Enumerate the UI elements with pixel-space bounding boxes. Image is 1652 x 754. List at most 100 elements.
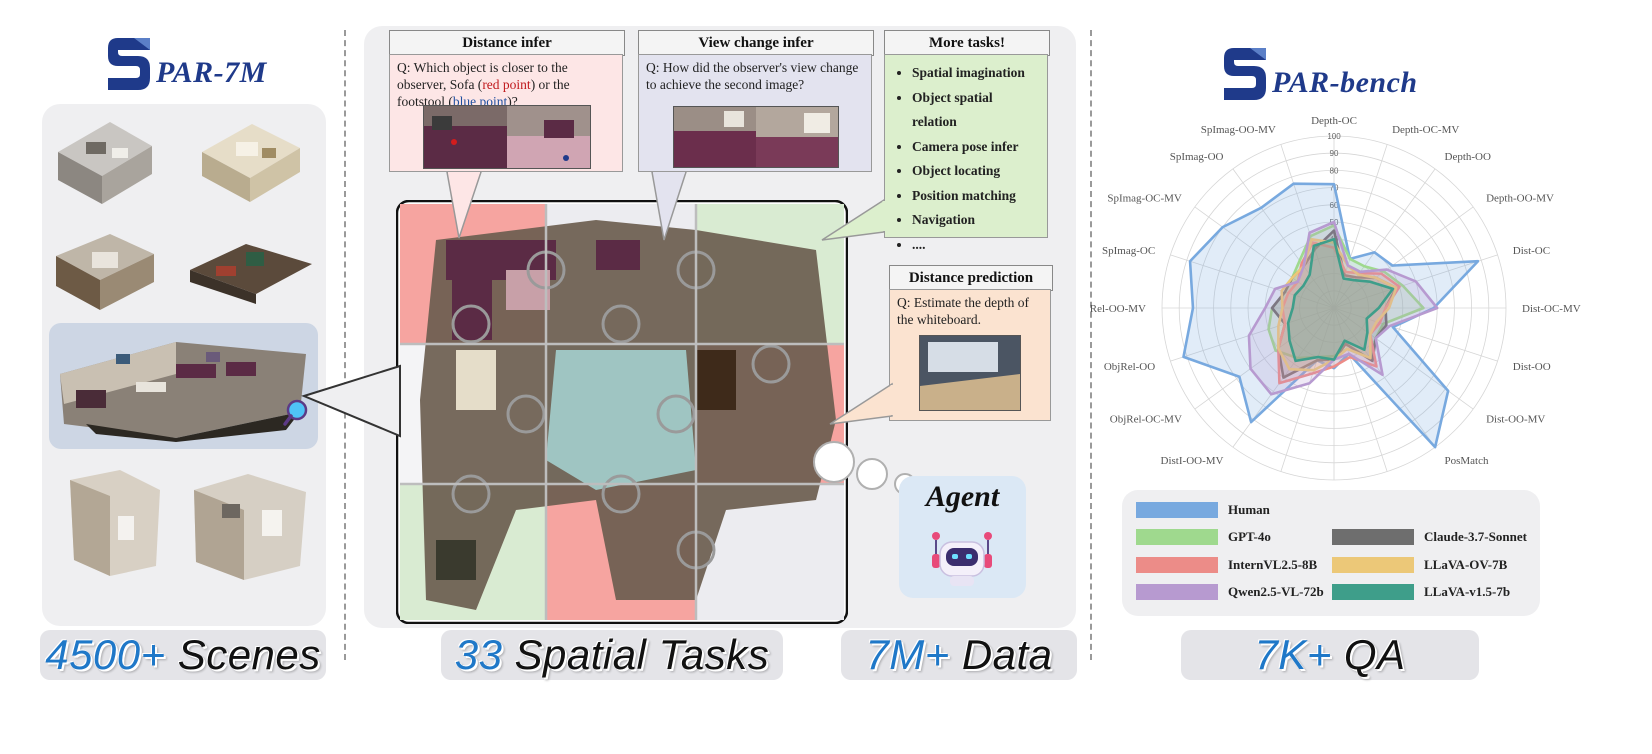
task-more-title: More tasks! bbox=[884, 30, 1050, 56]
radar-axis-label: SpImag-OC-MV bbox=[1107, 192, 1182, 204]
radar-spoke bbox=[1232, 168, 1335, 309]
task-more-body: Spatial imagination Object spatial relat… bbox=[884, 54, 1048, 252]
distance-infer-images bbox=[423, 105, 591, 169]
legend-label: Qwen2.5-VL-72b bbox=[1228, 584, 1324, 599]
radar-axis-label: Dist-OC-MV bbox=[1522, 303, 1581, 315]
tasks-banner: 33 Spatial Tasks bbox=[441, 630, 783, 680]
red-point-label: red point bbox=[482, 77, 531, 92]
scene-thumbnail bbox=[70, 470, 160, 576]
radar-axis-label: Depth-OC bbox=[1311, 115, 1357, 127]
tasks-count: 33 bbox=[454, 631, 503, 678]
legend-swatch bbox=[1332, 584, 1414, 600]
radar-spoke bbox=[1333, 307, 1474, 410]
scene-thumbnail bbox=[56, 234, 154, 310]
legend-label: Claude-3.7-Sonnet bbox=[1424, 529, 1527, 544]
speech-tail bbox=[821, 198, 886, 241]
radar-spoke bbox=[1333, 307, 1388, 472]
section-divider bbox=[1090, 30, 1092, 660]
view-change-images bbox=[673, 106, 839, 168]
more-task-item: .... bbox=[912, 233, 1040, 258]
speech-tail bbox=[829, 382, 894, 425]
more-task-item: Spatial imagination bbox=[912, 61, 1040, 86]
more-task-item: Camera pose infer bbox=[912, 135, 1040, 160]
spar-bench-logo: PAR-bench bbox=[1220, 44, 1418, 104]
radar-axis-label: ObjRel-OO-MV bbox=[1090, 303, 1146, 315]
legend-label: GPT-4o bbox=[1228, 529, 1271, 544]
task-distance-prediction-title: Distance prediction bbox=[889, 265, 1053, 291]
radar-axis-label: Depth-OC-MV bbox=[1392, 124, 1459, 136]
legend-label: InternVL2.5-8B bbox=[1228, 557, 1318, 572]
radar-spoke bbox=[1170, 254, 1335, 309]
radar-spoke bbox=[1194, 206, 1335, 309]
more-task-item: Object spatial relation bbox=[912, 86, 1040, 135]
speech-tail bbox=[651, 172, 687, 241]
legend-item: LLaVA-OV-7B bbox=[1332, 557, 1507, 573]
spar-7m-logo-text: PAR-7M bbox=[156, 56, 267, 89]
radar-spoke bbox=[1280, 307, 1335, 472]
radar-axis-label: DistI-OO-MV bbox=[1161, 455, 1224, 467]
radar-axis-label: SpImag-OO-MV bbox=[1201, 124, 1276, 136]
legend-item: LLaVA-v1.5-7b bbox=[1332, 584, 1510, 600]
legend-item: Claude-3.7-Sonnet bbox=[1332, 529, 1527, 545]
radar-axis-label: Dist-OC bbox=[1513, 245, 1550, 257]
pointer-wedge bbox=[301, 364, 401, 438]
distance-infer-question: Q: Which object is closer to the observe… bbox=[397, 60, 568, 92]
scene-thumbnail bbox=[202, 124, 300, 202]
radar-tick-label: 90 bbox=[1330, 149, 1339, 158]
radar-axis-label: PosMatch bbox=[1445, 455, 1490, 467]
magnifier-icon[interactable] bbox=[283, 398, 309, 428]
radar-axis-label: SpImag-OC bbox=[1102, 245, 1155, 257]
view-change-question: Q: How did the observer's view change to… bbox=[646, 60, 859, 92]
legend-item: Qwen2.5-VL-72b bbox=[1136, 584, 1324, 600]
legend-swatch bbox=[1136, 502, 1218, 518]
data-banner: 7M+ Data bbox=[841, 630, 1077, 680]
scenes-count: 4500+ bbox=[45, 631, 166, 678]
legend-swatch bbox=[1136, 584, 1218, 600]
more-task-item: Position matching bbox=[912, 184, 1040, 209]
section-divider bbox=[344, 30, 346, 660]
legend-swatch bbox=[1332, 529, 1414, 545]
data-label: Data bbox=[961, 631, 1053, 678]
distance-prediction-question: Q: Estimate the depth of the whiteboard. bbox=[897, 295, 1029, 327]
radar-tick-label: 80 bbox=[1330, 166, 1339, 175]
robot-icon bbox=[932, 532, 992, 586]
radar-series-llava-v1-5-7b bbox=[1286, 237, 1395, 363]
spar-s-logo-icon bbox=[108, 38, 150, 90]
scene-thumbnail bbox=[58, 122, 152, 204]
spar-bench-logo-text: PAR-bench bbox=[1272, 66, 1418, 99]
floorplan-puzzle bbox=[396, 200, 848, 624]
radar-axis-label: ObjRel-OC-MV bbox=[1110, 414, 1182, 426]
spar-7m-logo: PAR-7M bbox=[104, 34, 267, 94]
radar-spoke bbox=[1170, 307, 1335, 362]
spar-s-logo-icon bbox=[1224, 48, 1266, 100]
scene-thumbnail bbox=[190, 244, 312, 304]
qa-label: QA bbox=[1343, 631, 1406, 678]
radar-series-human bbox=[1182, 182, 1480, 449]
distance-infer-question-end: )? bbox=[507, 94, 518, 109]
radar-axis-label: ObjRel-OO bbox=[1104, 361, 1155, 373]
scene-thumbnail bbox=[194, 474, 306, 580]
speech-tail bbox=[446, 172, 482, 239]
radar-spoke bbox=[1333, 307, 1498, 362]
legend-item: GPT-4o bbox=[1136, 529, 1271, 545]
legend-item: Human bbox=[1136, 502, 1270, 518]
scenes-banner: 4500+ Scenes bbox=[40, 630, 326, 680]
task-view-change-title: View change infer bbox=[638, 30, 874, 56]
more-task-item: Object locating bbox=[912, 159, 1040, 184]
radar-axis-label: SpImag-OO bbox=[1170, 151, 1224, 163]
legend-label: LLaVA-OV-7B bbox=[1424, 557, 1508, 572]
legend-item: InternVL2.5-8B bbox=[1136, 557, 1317, 573]
radar-axis-label: Depth-OO bbox=[1445, 151, 1491, 163]
qa-count: 7K+ bbox=[1254, 631, 1332, 678]
legend-label: Human bbox=[1228, 502, 1270, 517]
legend-label: LLaVA-v1.5-7b bbox=[1424, 584, 1511, 599]
radar-spoke bbox=[1333, 144, 1388, 309]
distance-prediction-image bbox=[919, 335, 1021, 411]
tasks-label: Spatial Tasks bbox=[514, 631, 770, 678]
more-tasks-list: Spatial imagination Object spatial relat… bbox=[892, 61, 1040, 257]
radar-axis-label: Dist-OO bbox=[1513, 361, 1551, 373]
radar-chart: Depth-OCDepth-OC-MVDepth-OODepth-OO-MVDi… bbox=[1090, 115, 1581, 482]
selected-scene-thumbnail bbox=[60, 342, 306, 442]
more-task-item: Navigation bbox=[912, 208, 1040, 233]
radar-tick-label: 100 bbox=[1327, 132, 1341, 141]
